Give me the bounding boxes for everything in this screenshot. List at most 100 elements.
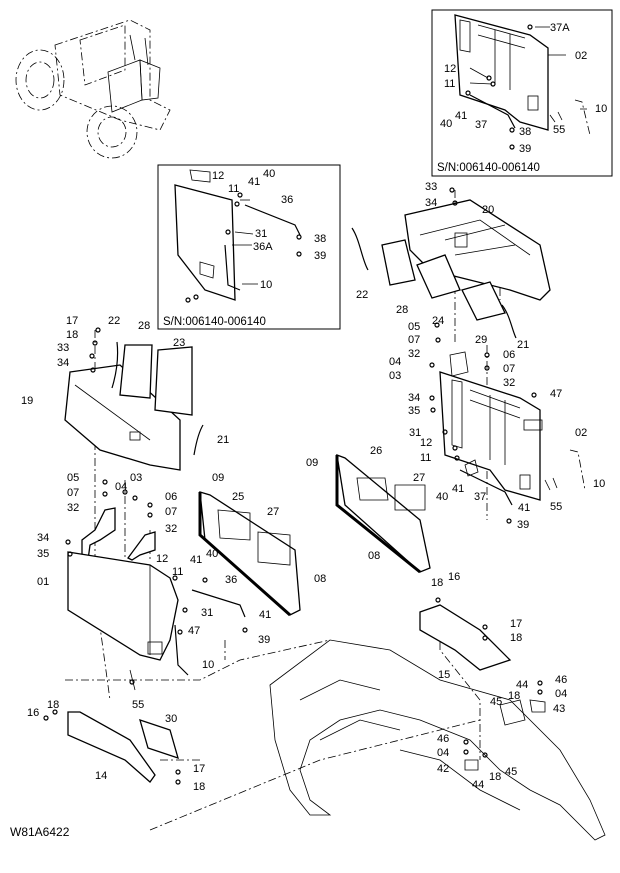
label-04: 04 bbox=[389, 356, 401, 368]
label-46: 46 bbox=[437, 733, 449, 745]
label-09: 09 bbox=[306, 457, 318, 469]
label-33: 33 bbox=[57, 342, 69, 354]
label-10: 10 bbox=[260, 279, 272, 291]
bottom-left-parts: 30 16 18 14 17 18 bbox=[27, 699, 205, 793]
label-04: 04 bbox=[115, 481, 127, 493]
label-16: 16 bbox=[27, 707, 39, 719]
label-45: 45 bbox=[490, 696, 502, 708]
label-39: 39 bbox=[517, 519, 529, 531]
label-37: 37 bbox=[475, 119, 487, 131]
label-04: 04 bbox=[555, 688, 567, 700]
label-03: 03 bbox=[389, 370, 401, 382]
label-35: 35 bbox=[37, 548, 49, 560]
label-22: 22 bbox=[108, 315, 120, 327]
label-07: 07 bbox=[503, 363, 515, 375]
label-27: 27 bbox=[413, 472, 425, 484]
label-29: 29 bbox=[475, 334, 487, 346]
label-23: 23 bbox=[173, 337, 185, 349]
label-12: 12 bbox=[444, 63, 456, 75]
inset-left: 12 11 41 40 36 31 36A 38 39 10 S/N:00614… bbox=[157, 164, 341, 330]
inset-top-right: 37A 02 12 11 10 40 41 37 55 38 39 S/N:00… bbox=[431, 9, 613, 177]
label-37: 37 bbox=[474, 491, 486, 503]
label-07: 07 bbox=[67, 487, 79, 499]
label-46: 46 bbox=[555, 674, 567, 686]
label-05: 05 bbox=[408, 321, 420, 333]
label-36A: 36A bbox=[253, 241, 273, 253]
label-36: 36 bbox=[281, 194, 293, 206]
label-32: 32 bbox=[408, 348, 420, 360]
label-20: 20 bbox=[482, 204, 494, 216]
label-05: 05 bbox=[67, 472, 79, 484]
label-41: 41 bbox=[190, 554, 202, 566]
label-36: 36 bbox=[225, 574, 237, 586]
label-44: 44 bbox=[472, 779, 484, 791]
label-32: 32 bbox=[67, 502, 79, 514]
label-08: 08 bbox=[314, 573, 326, 585]
label-18: 18 bbox=[193, 781, 205, 793]
label-45: 45 bbox=[505, 766, 517, 778]
label-47: 47 bbox=[550, 388, 562, 400]
label-18: 18 bbox=[489, 771, 501, 783]
label-41: 41 bbox=[248, 176, 260, 188]
label-55: 55 bbox=[553, 124, 565, 136]
label-41: 41 bbox=[518, 502, 530, 514]
label-10: 10 bbox=[202, 659, 214, 671]
label-02: 02 bbox=[575, 427, 587, 439]
label-18: 18 bbox=[47, 699, 59, 711]
label-18: 18 bbox=[508, 690, 520, 702]
left-assembly: 17 22 28 23 18 33 34 19 21 05 03 07 04 3… bbox=[21, 315, 326, 711]
label-15: 15 bbox=[438, 669, 450, 681]
label-39: 39 bbox=[519, 143, 531, 155]
inset-left-caption: S/N:006140-006140 bbox=[163, 316, 266, 328]
label-07: 07 bbox=[408, 334, 420, 346]
label-27: 27 bbox=[267, 506, 279, 518]
inset-top-caption: S/N:006140-006140 bbox=[437, 162, 540, 174]
label-40: 40 bbox=[440, 118, 452, 130]
label-55: 55 bbox=[550, 501, 562, 513]
label-39: 39 bbox=[314, 250, 326, 262]
label-41: 41 bbox=[455, 110, 467, 122]
label-39: 39 bbox=[258, 634, 270, 646]
right-assembly: 33 34 20 22 28 24 29 21 05 07 32 06 07 0… bbox=[306, 181, 605, 574]
label-21: 21 bbox=[217, 434, 229, 446]
label-32: 32 bbox=[165, 523, 177, 535]
label-11: 11 bbox=[444, 78, 455, 90]
label-34: 34 bbox=[408, 392, 420, 404]
label-34: 34 bbox=[37, 532, 49, 544]
label-18: 18 bbox=[66, 329, 78, 341]
label-40: 40 bbox=[436, 491, 448, 503]
label-10: 10 bbox=[593, 478, 605, 490]
label-40: 40 bbox=[263, 168, 275, 180]
label-11: 11 bbox=[228, 183, 239, 195]
label-18: 18 bbox=[510, 632, 522, 644]
label-11: 11 bbox=[172, 566, 183, 578]
label-28: 28 bbox=[138, 320, 150, 332]
label-06: 06 bbox=[503, 349, 515, 361]
label-07: 07 bbox=[165, 506, 177, 518]
label-04: 04 bbox=[437, 747, 449, 759]
label-12: 12 bbox=[156, 553, 168, 565]
label-31: 31 bbox=[409, 427, 421, 439]
label-16: 16 bbox=[448, 571, 460, 583]
label-34: 34 bbox=[57, 357, 69, 369]
label-55: 55 bbox=[132, 699, 144, 711]
label-37A: 37A bbox=[550, 22, 570, 34]
label-26: 26 bbox=[370, 445, 382, 457]
label-25: 25 bbox=[232, 491, 244, 503]
label-41: 41 bbox=[452, 483, 464, 495]
label-41: 41 bbox=[259, 609, 271, 621]
label-47: 47 bbox=[188, 625, 200, 637]
label-28: 28 bbox=[396, 304, 408, 316]
label-32: 32 bbox=[503, 377, 515, 389]
label-17: 17 bbox=[193, 763, 205, 775]
label-01: 01 bbox=[37, 576, 49, 588]
label-30: 30 bbox=[165, 713, 177, 725]
label-33: 33 bbox=[425, 181, 437, 193]
label-31: 31 bbox=[201, 607, 213, 619]
label-40: 40 bbox=[206, 548, 218, 560]
label-17: 17 bbox=[510, 618, 522, 630]
label-34: 34 bbox=[425, 197, 437, 209]
label-24: 24 bbox=[432, 315, 444, 327]
machine-thumbnail bbox=[15, 19, 171, 159]
label-35: 35 bbox=[408, 405, 420, 417]
